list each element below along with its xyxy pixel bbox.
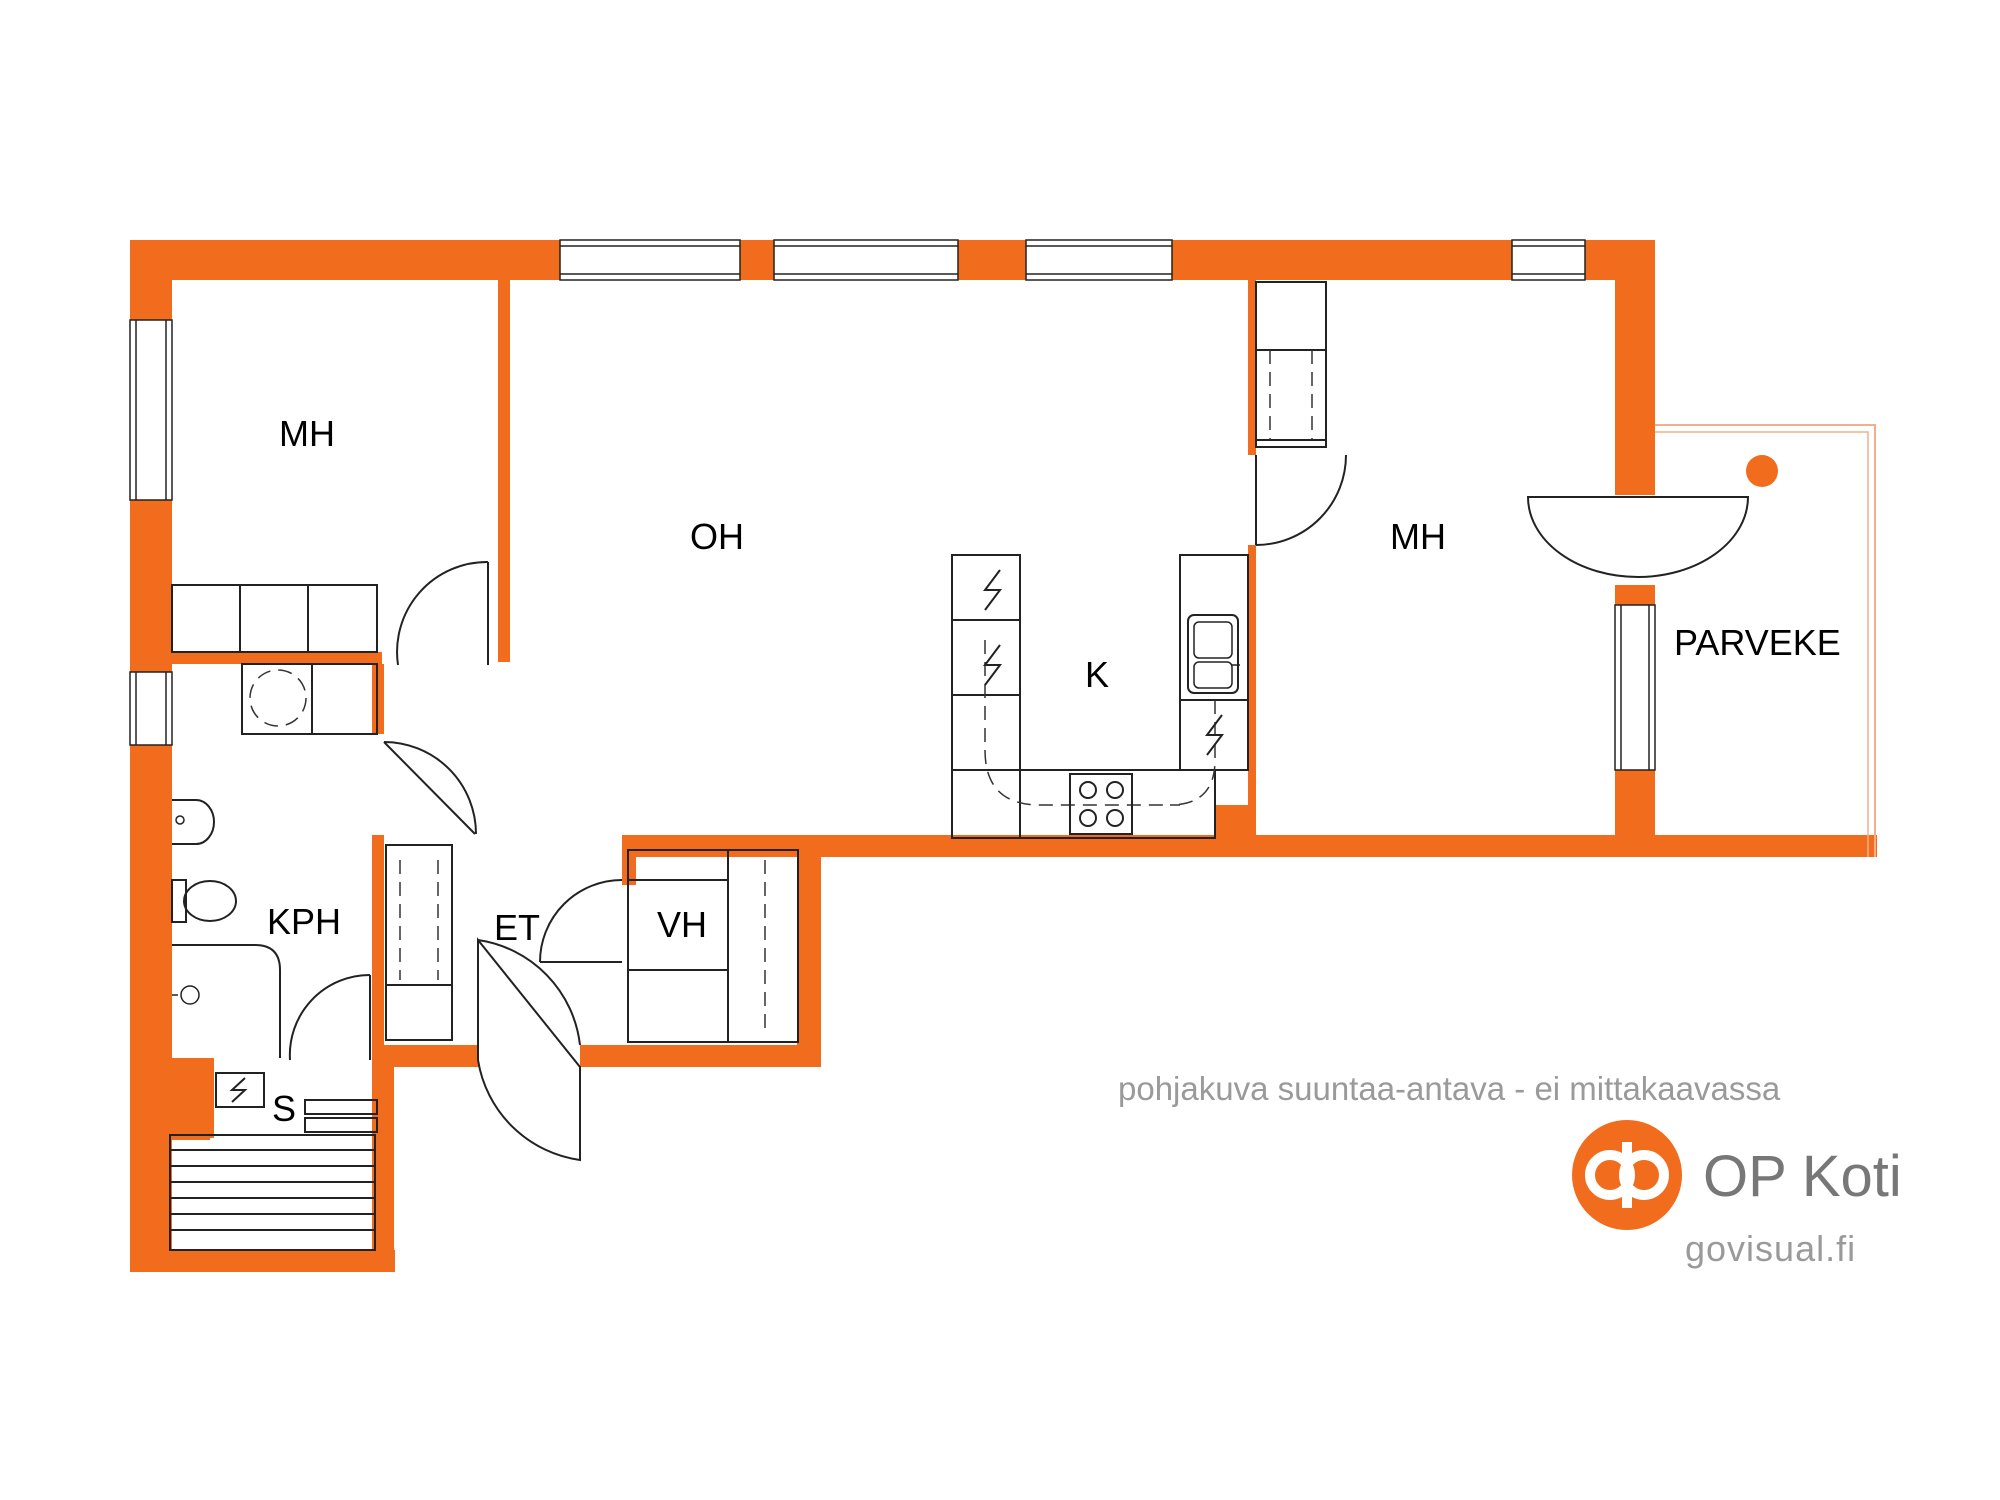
electric-outlet-icon (215, 1072, 265, 1108)
room-label-parveke: PARVEKE (1674, 622, 1841, 663)
toilet-icon (171, 879, 237, 923)
sink-icon (1187, 614, 1240, 694)
electric-outlet-icon (983, 644, 1002, 686)
room-label-kph: KPH (267, 901, 341, 942)
sink-icon (172, 799, 215, 845)
room-label-mh-left: MH (279, 413, 335, 454)
room-label-et: ET (494, 907, 540, 948)
room-label-mh-right: MH (1390, 516, 1446, 557)
brand-name: OP Koti (1703, 1144, 1902, 1209)
room-label-vh: VH (657, 904, 707, 945)
shower-icon (172, 944, 281, 1058)
balcony (1655, 424, 1876, 857)
electric-outlet-icon (983, 569, 1002, 611)
op-logo-icon (1572, 1120, 1682, 1230)
site-link[interactable]: govisual.fi (1685, 1228, 1857, 1269)
room-label-k: K (1085, 654, 1109, 695)
furniture (169, 281, 1327, 1251)
stove-icon (1069, 773, 1133, 835)
walls (130, 240, 1877, 1272)
balcony-lamp-icon (1746, 455, 1778, 487)
electric-outlet-icon (1205, 714, 1224, 756)
bathroom (171, 799, 281, 1108)
windows (129, 239, 1656, 771)
room-labels: MH OH K MH PARVEKE KPH ET VH S (267, 413, 1841, 1129)
room-label-oh: OH (690, 516, 744, 557)
kitchen (951, 554, 1249, 839)
room-label-s: S (272, 1088, 296, 1129)
doors (288, 454, 1750, 1162)
disclaimer-note: pohjakuva suuntaa-antava - ei mittakaava… (1118, 1070, 1781, 1107)
